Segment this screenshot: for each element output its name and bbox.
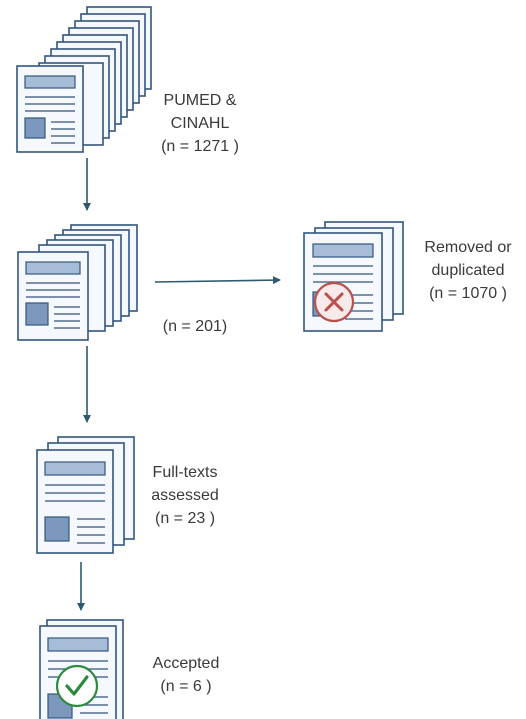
- document-stack-icon: [17, 224, 138, 341]
- stage-fulltext-line-3: (n = 23 ): [154, 510, 216, 527]
- excluded-label: Removed or duplicated (n = 1070 ): [410, 236, 526, 305]
- stage-screened-line-1: (n = 201): [162, 318, 228, 335]
- excluded-line-2: duplicated: [431, 262, 505, 279]
- stage-screened-label: (n = 201): [140, 315, 250, 338]
- stage-search-label: PUMED & CINAHL (n = 1271 ): [140, 89, 260, 158]
- stack-screened-front-sheet: [17, 251, 89, 341]
- document-stack-icon: [36, 436, 135, 554]
- document-stack-icon: [16, 6, 152, 153]
- stage-fulltext-line-2: assessed: [151, 487, 219, 504]
- reject-cross-icon: [313, 281, 355, 323]
- stage-fulltext-line-1: Full-texts: [152, 464, 218, 481]
- stack-search-front-sheet: [16, 65, 84, 153]
- arrow-screened-to-excluded: [154, 276, 281, 285]
- stage-fulltext-label: Full-texts assessed (n = 23 ): [138, 461, 232, 530]
- stage-search-line-2: CINAHL: [170, 115, 230, 132]
- stage-accepted-line-1: Accepted: [152, 655, 220, 672]
- excluded-line-3: (n = 1070 ): [429, 285, 507, 302]
- stage-accepted-line-2: (n = 6 ): [160, 678, 212, 695]
- excluded-line-1: Removed or: [424, 239, 512, 256]
- stage-search-line-3: (n = 1271 ): [161, 138, 239, 155]
- stack-fulltext-front-sheet: [36, 449, 114, 554]
- stage-accepted-label: Accepted (n = 6 ): [136, 652, 236, 698]
- stage-search-line-1: PUMED &: [163, 92, 237, 109]
- accept-check-icon: [55, 664, 99, 708]
